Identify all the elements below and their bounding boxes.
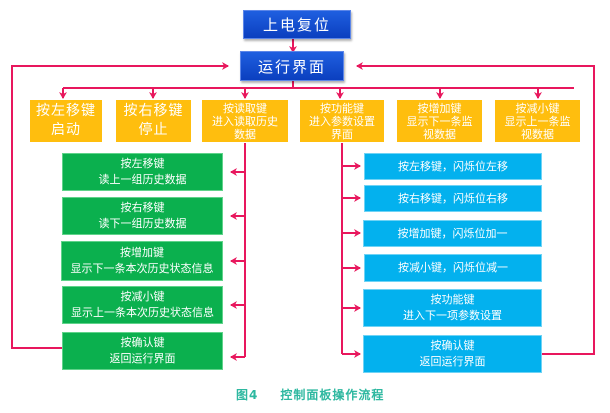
power-reset-node: 上电复位	[243, 10, 351, 39]
read-key-history-node: 按读取键 进入读取历史 数据	[202, 100, 288, 142]
right-key-stop-node: 按右移键 停止	[116, 100, 191, 142]
history-left-key-node: 按左移键 读上一组历史数据	[62, 153, 223, 191]
param-confirm-key-node: 按确认键 返回运行界面	[363, 335, 542, 373]
param-increase-key-node: 按增加键，闪烁位加一	[363, 220, 542, 247]
history-right-key-node: 按右移键 读下一组历史数据	[62, 197, 223, 235]
param-decrease-key-node: 按减小键，闪烁位减一	[364, 254, 542, 282]
increase-key-next-monitor-node: 按增加键 显示下一条监 视数据	[397, 100, 482, 142]
param-left-key-node: 按左移键，闪烁位左移	[364, 153, 542, 180]
param-right-key-node: 按右移键，闪烁位右移	[364, 185, 542, 212]
run-screen-node: 运行界面	[240, 51, 344, 81]
history-decrease-key-node: 按减小键 显示上一条本次历史状态信息	[62, 286, 223, 324]
return-loop-left	[11, 62, 229, 349]
function-key-params-node: 按功能键 进入参数设置 界面	[300, 100, 384, 142]
figure-caption: 图4 控制面板操作流程	[236, 386, 384, 403]
decrease-key-prev-monitor-node: 按减小键 显示上一条监 视数据	[495, 100, 580, 142]
return-loop-right	[356, 62, 595, 355]
history-increase-key-node: 按增加键 显示下一条本次历史状态信息	[61, 241, 223, 281]
figure-title: 控制面板操作流程	[280, 388, 385, 402]
left-key-start-node: 按左移键 启动	[30, 100, 102, 142]
history-confirm-key-node: 按确认键 返回运行界面	[62, 332, 223, 370]
param-function-key-node: 按功能键 进入下一项参数设置	[363, 289, 542, 327]
figure-number: 图4	[236, 388, 259, 402]
